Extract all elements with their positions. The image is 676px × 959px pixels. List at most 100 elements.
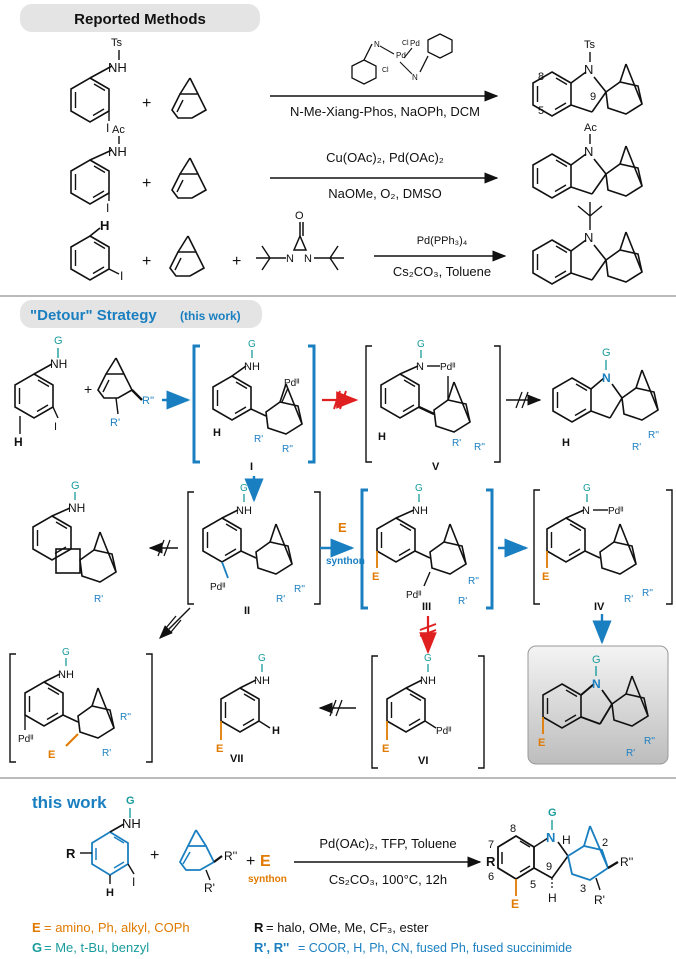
- svg-text:G: G: [126, 795, 135, 807]
- svg-text:NH: NH: [58, 669, 74, 681]
- svg-text:Pdᴵᴵ: Pdᴵᴵ: [284, 378, 300, 389]
- iodo-label: I: [106, 121, 109, 135]
- svg-text:E: E: [538, 737, 545, 749]
- svg-text:N: N: [592, 677, 601, 691]
- svg-text:Pdᴵᴵ: Pdᴵᴵ: [440, 362, 456, 373]
- svg-text:N: N: [584, 230, 593, 245]
- svg-text:G: G: [258, 653, 266, 664]
- detour-row-a: NH G I H + R'' R' NH G H Pdᴵᴵ R'' R' I: [14, 335, 659, 473]
- conditions-2a: Cu(OAc)₂, Pd(OAc)₂: [326, 150, 444, 165]
- svg-text:R': R': [624, 594, 633, 605]
- svg-text:R': R': [458, 596, 467, 607]
- svg-text:R': R': [594, 893, 605, 907]
- svg-text:G: G: [240, 483, 248, 494]
- svg-text:+: +: [150, 847, 159, 864]
- this-work-conditions-b: Cs₂CO₃, 100°C, 12h: [329, 872, 447, 887]
- diaziridinone: O N N: [256, 210, 344, 271]
- svg-text:N: N: [374, 40, 380, 49]
- svg-text:Cl: Cl: [382, 67, 389, 74]
- svg-text:R': R': [254, 434, 263, 445]
- this-work-title: this work: [32, 793, 107, 812]
- intermediate-I-label: I: [250, 461, 253, 473]
- reaction-row-3: H I + + O N N Pd(PPh₃)₄ Cs₂CO₃, Toluene …: [70, 202, 643, 285]
- svg-text:Pdᴵᴵ: Pdᴵᴵ: [436, 726, 452, 737]
- svg-text:G: G: [71, 480, 80, 492]
- detour-header-bg: [20, 300, 262, 328]
- svg-text:N: N: [416, 361, 424, 373]
- svg-text:H: H: [106, 887, 114, 899]
- svg-text:G: G: [415, 483, 423, 494]
- detour-header-sub: (this work): [180, 309, 241, 323]
- svg-text:6: 6: [488, 871, 494, 883]
- svg-text:R'': R'': [294, 584, 305, 595]
- svg-text:H: H: [14, 435, 23, 449]
- intermediate-V-label: V: [432, 461, 440, 473]
- footnotes: E = amino, Ph, alkyl, COPh G = Me, t-Bu,…: [32, 920, 572, 955]
- svg-text:Ac: Ac: [584, 122, 597, 134]
- svg-text:G: G: [602, 347, 611, 359]
- svg-text:Pdᴵᴵ: Pdᴵᴵ: [210, 582, 226, 593]
- svg-text:NH: NH: [412, 505, 428, 517]
- svg-text:N: N: [546, 830, 555, 845]
- svg-text:R: R: [254, 920, 264, 935]
- nh-label: NH: [108, 60, 127, 75]
- svg-text:Ts: Ts: [584, 39, 596, 51]
- footnote-g: = Me, t-Bu, benzyl: [44, 940, 149, 955]
- svg-text:5: 5: [530, 879, 536, 891]
- this-work-reaction: NH G I H R + R'' R' + E synthon Pd(OAc)₂…: [66, 795, 633, 911]
- svg-text:I: I: [106, 201, 109, 215]
- product-box: [527, 645, 669, 765]
- svg-text:synthon: synthon: [248, 874, 287, 885]
- svg-text:G: G: [592, 654, 601, 666]
- svg-text:R'': R'': [648, 430, 659, 441]
- detour-header: "Detour" Strategy: [30, 307, 157, 324]
- plus-sign: +: [142, 95, 151, 112]
- this-work-conditions-a: Pd(OAc)₂, TFP, Toluene: [319, 836, 456, 851]
- svg-text:2: 2: [602, 837, 608, 849]
- intermediate-II-label: II: [244, 605, 250, 617]
- reported-header-bg: [20, 4, 260, 32]
- svg-text:N: N: [584, 144, 593, 159]
- svg-text:5: 5: [538, 105, 544, 117]
- svg-text:R': R': [632, 442, 641, 453]
- svg-text:I: I: [132, 875, 135, 889]
- ts-label: Ts: [111, 37, 123, 49]
- svg-text:E: E: [511, 897, 519, 911]
- detour-row-b: NH G R' NH G Pdᴵᴵ R'' R' II E synthon NH: [32, 480, 673, 617]
- svg-text:G: G: [417, 339, 425, 350]
- svg-text:R': R': [626, 748, 635, 759]
- svg-text:G: G: [583, 483, 591, 494]
- svg-text:R': R': [204, 881, 215, 895]
- reported-header: Reported Methods: [74, 11, 206, 28]
- svg-text:NH: NH: [420, 675, 436, 687]
- svg-text:E: E: [48, 749, 55, 761]
- svg-text:R'': R'': [642, 588, 653, 599]
- svg-text:N: N: [602, 371, 611, 385]
- svg-text:N: N: [582, 505, 590, 517]
- intermediate-III-label: III: [422, 601, 431, 613]
- svg-text:NH: NH: [254, 675, 270, 687]
- svg-text:NH: NH: [122, 816, 141, 831]
- detour-row-c: NH G Pdᴵᴵ E R'' R' NH G H E VII NH G Pdᴵ: [9, 645, 669, 769]
- svg-text:G: G: [32, 940, 42, 955]
- footnote-r: = halo, OMe, Me, CF₃, ester: [266, 920, 429, 935]
- svg-text:E: E: [372, 571, 379, 583]
- conditions-2b: NaOMe, O₂, DMSO: [328, 186, 441, 201]
- svg-text:Pd: Pd: [410, 39, 420, 48]
- svg-text:R'': R'': [142, 395, 154, 407]
- svg-text:E: E: [542, 571, 549, 583]
- svg-text:Ac: Ac: [112, 124, 125, 136]
- svg-text:R': R': [452, 438, 461, 449]
- svg-text:E: E: [382, 743, 389, 755]
- conditions-1: N-Me-Xiang-Phos, NaOPh, DCM: [290, 104, 480, 119]
- svg-text:O: O: [295, 210, 304, 222]
- footnote-rr: = COOR, H, Ph, CN, fused Ph, fused succi…: [298, 941, 572, 955]
- reaction-row-1: NH Ts I + N Pd Cl Cl Pd N N-Me-Xiang-Pho…: [70, 33, 643, 135]
- svg-text:H: H: [562, 833, 571, 847]
- svg-text:R'': R'': [474, 442, 485, 453]
- palladacycle-catalyst: N Pd Cl Cl Pd N: [351, 33, 453, 85]
- svg-text:N: N: [304, 253, 312, 265]
- svg-text:H: H: [100, 218, 109, 233]
- e-synthon-word: synthon: [326, 556, 365, 567]
- svg-text:R': R': [110, 417, 120, 429]
